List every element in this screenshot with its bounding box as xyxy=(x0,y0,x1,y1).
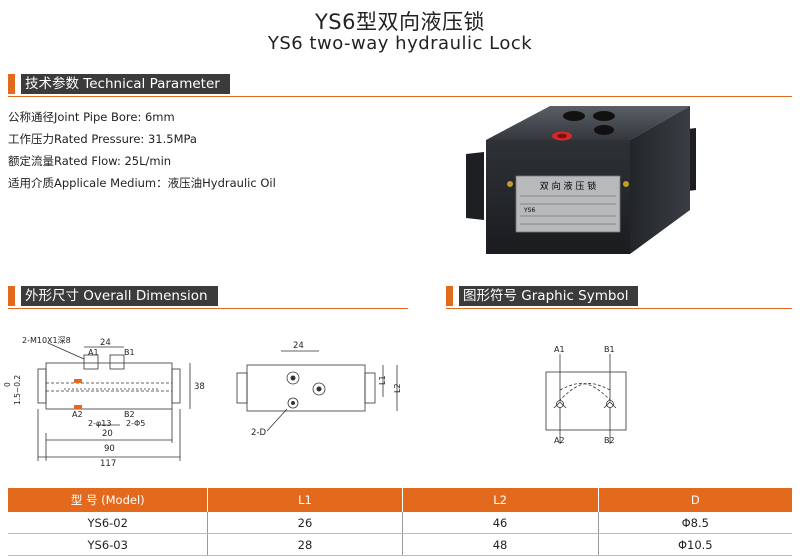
port-a1-label: A1 xyxy=(88,348,99,357)
cell-l1: 26 xyxy=(207,512,403,534)
param-medium: 适用介质Applicale Medium：液压油Hydraulic Oil xyxy=(8,176,276,190)
port-b2-label: B2 xyxy=(124,410,135,419)
dim-hole-a: 2-φ13 xyxy=(88,419,111,428)
nameplate-title: 双 向 液 压 锁 xyxy=(540,180,596,192)
dim-l1: L1 xyxy=(378,375,387,385)
page-title-en: YS6 two-way hydraulic Lock xyxy=(267,33,533,54)
dim-holes: 2-D xyxy=(251,428,266,438)
cell-l2: 48 xyxy=(402,533,599,556)
section-graphic-symbol: 图形符号 Graphic Symbol xyxy=(446,286,639,306)
cell-d: Φ10.5 xyxy=(598,533,792,556)
symbol-a2: A2 xyxy=(554,436,565,445)
parameter-list: 公称通径Joint Pipe Bore: 6mm 工作压力Rated Press… xyxy=(8,106,276,194)
nameplate-model: YS6 xyxy=(523,207,535,214)
header-l1: L1 xyxy=(207,488,403,512)
section-title: 外形尺寸 Overall Dimension xyxy=(21,286,218,306)
cell-d: Φ8.5 xyxy=(598,512,792,534)
dim-38: 38 xyxy=(194,382,205,392)
graphic-symbol: A1 B1 A2 B2 xyxy=(545,345,627,445)
section-marker xyxy=(8,74,15,94)
port-a2-label: A2 xyxy=(72,410,83,419)
section-marker xyxy=(446,286,453,306)
header-d: D xyxy=(598,488,792,512)
dim-zero: 0 xyxy=(3,382,12,387)
dim-l2: L2 xyxy=(393,383,402,393)
cell-l2: 46 xyxy=(402,512,599,534)
section-technical-parameter: 技术参数 Technical Parameter xyxy=(8,74,230,94)
dim-24: 24 xyxy=(100,338,111,348)
section-rule xyxy=(446,308,792,309)
front-view-drawing: 2-M10X1深8 24 A1 B1 38 0 1.5~0.2 A2 B2 2-… xyxy=(3,336,205,469)
dim-tolerance: 1.5~0.2 xyxy=(13,375,22,405)
side-view-drawing: 24 L1 L2 2-D xyxy=(236,341,402,438)
symbol-a1: A1 xyxy=(554,345,565,354)
spec-table: 型 号 (Model) L1 L2 D YS6-02 26 46 Φ8.5 YS… xyxy=(8,488,792,556)
page-title-cn: YS6型双向液压锁 xyxy=(314,10,486,34)
symbol-b2: B2 xyxy=(604,436,615,445)
cell-l1: 28 xyxy=(207,533,403,556)
port-b1-label: B1 xyxy=(124,348,135,357)
cell-model: YS6-03 xyxy=(8,533,209,556)
product-photo: 双 向 液 压 锁 YS6 xyxy=(466,106,696,254)
header-l2: L2 xyxy=(402,488,599,512)
header-model: 型 号 (Model) xyxy=(8,488,209,512)
dim-20: 20 xyxy=(102,429,113,439)
dim-hole-b: 2-Φ5 xyxy=(126,419,145,428)
param-flow: 额定流量Rated Flow: 25L/min xyxy=(8,154,172,168)
section-title: 图形符号 Graphic Symbol xyxy=(459,286,639,306)
table-header-row: 型 号 (Model) L1 L2 D xyxy=(8,488,792,512)
section-rule xyxy=(8,96,792,97)
section-rule xyxy=(8,308,408,309)
dim-90: 90 xyxy=(104,444,115,454)
dim-thread: 2-M10X1深8 xyxy=(22,336,71,345)
param-bore: 公称通径Joint Pipe Bore: 6mm xyxy=(8,110,175,124)
param-pressure: 工作压力Rated Pressure: 31.5MPa xyxy=(8,132,197,146)
section-title: 技术参数 Technical Parameter xyxy=(21,74,230,94)
dim-117: 117 xyxy=(100,459,116,469)
section-overall-dimension: 外形尺寸 Overall Dimension xyxy=(8,286,218,306)
table-row: YS6-02 26 46 Φ8.5 xyxy=(8,512,792,534)
section-marker xyxy=(8,286,15,306)
table-row: YS6-03 28 48 Φ10.5 xyxy=(8,533,792,556)
symbol-b1: B1 xyxy=(604,345,615,354)
cell-model: YS6-02 xyxy=(8,512,209,534)
dim-24: 24 xyxy=(293,341,304,351)
